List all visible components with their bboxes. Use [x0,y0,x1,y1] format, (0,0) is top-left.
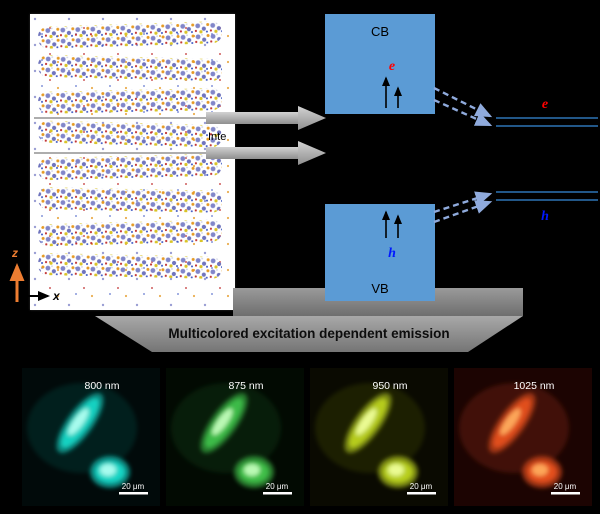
banner-shape [95,316,523,352]
wavelength-label: 875 nm [228,380,263,392]
gray-arrow-head [298,106,326,130]
wavelength-label: 950 nm [372,380,407,392]
valence-band-box [325,204,435,301]
elongated-cell [488,392,536,454]
electron-transfer-arrows [433,86,493,127]
scale-bar-label: 20 μm [122,482,145,491]
conduction-band-box [325,14,435,114]
hole-symbol: h [388,246,396,261]
micrograph-panel-1025nm: 1025 nm 20 μm [454,368,592,506]
scale-bar-label: 20 μm [410,482,433,491]
gray-arrow-shaft [206,147,298,159]
banner-text: Multicolored excitation dependent emissi… [168,326,449,341]
interlayer-arrows: Inte [34,106,326,165]
band-diagram: CB e VB h e h [325,14,598,301]
axis-indicator: z x [9,246,61,303]
z-axis-label: z [11,246,18,260]
micrograph-image: 800 nm 20 μm [22,368,160,506]
cells-group [27,383,137,488]
elongated-cell [344,392,392,454]
hole-line-symbol: h [541,209,549,224]
micrograph-image: 1025 nm 20 μm [454,368,592,506]
elongated-cell [200,392,248,454]
molecular-structure-image [30,14,235,310]
micrograph-panel-800nm: 800 nm 20 μm [22,368,160,506]
round-cell [378,456,418,488]
electron-line-symbol: e [542,97,548,112]
wavelength-label: 800 nm [84,380,119,392]
cells-group [459,383,569,488]
cells-group [171,383,281,488]
molecular-structure-panel [30,14,235,310]
hole-transfer-arrows [433,191,493,224]
cells-group [315,383,425,488]
round-cell [90,456,130,488]
vb-label: VB [371,281,388,296]
scale-bar [407,492,436,495]
electron-symbol: e [389,59,395,74]
cb-label: CB [371,24,389,39]
micrograph-panel-875nm: 875 nm 20 μm [166,368,304,506]
gray-arrow-shaft [206,112,298,124]
scale-bar-label: 20 μm [266,482,289,491]
round-cell [522,456,562,488]
micrograph-image: 875 nm 20 μm [166,368,304,506]
interlayer-label: Inte [208,131,226,143]
scale-bar [119,492,148,495]
molecular-stacks [37,21,223,279]
wavelength-label: 1025 nm [514,380,555,392]
micrograph-image: 950 nm 20 μm [310,368,448,506]
micrograph-panel-950nm: 950 nm 20 μm [310,368,448,506]
scale-bar [263,492,292,495]
x-axis-label: x [52,289,61,303]
emission-banner: Multicolored excitation dependent emissi… [95,288,523,352]
scale-bar [551,492,580,495]
gray-arrow-head [298,141,326,165]
scale-bar-label: 20 μm [554,482,577,491]
round-cell [234,456,274,488]
elongated-cell [56,392,104,454]
